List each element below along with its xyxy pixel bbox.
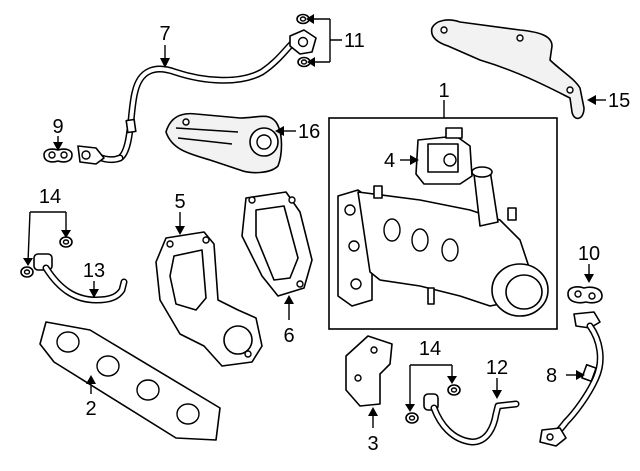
part-12-coolant-line [423,393,520,446]
callout-14-left: 14 [39,186,61,208]
part-14-washers-right [405,384,461,424]
part-9-gasket [43,148,73,163]
part-2-manifold-gasket [39,321,221,441]
callout-15: 15 [608,90,630,112]
callout-4: 4 [384,150,395,172]
part-6-gasket [241,191,313,297]
part-13-oil-return-line [33,253,128,304]
callout-14-right: 14 [419,338,441,360]
callout-12: 12 [486,357,508,379]
callout-9: 9 [52,116,63,138]
part-15-heat-shield [430,19,585,120]
callout-13: 13 [83,260,105,282]
part-5-gasket [155,231,263,367]
callout-1: 1 [438,80,449,102]
callout-8: 8 [546,365,557,387]
callout-5: 5 [174,191,185,213]
callout-10: 10 [578,243,600,265]
callout-11: 11 [344,30,365,52]
callout-2: 2 [85,398,96,420]
part-7-oil-feed-line [77,29,317,165]
part-16-heat-shield [165,112,283,174]
callout-16: 16 [298,121,320,143]
callout-6: 6 [283,325,294,347]
part-4-actuator [415,127,473,185]
callout-7: 7 [159,23,170,45]
part-8-coolant-pipe [539,311,604,447]
part-1-turbocharger-box [328,117,558,330]
part-10-gasket [567,286,603,304]
part-3-bracket [345,335,393,407]
callout-labels: 7 11 9 16 15 1 4 14 13 5 6 2 3 14 12 10 … [39,23,630,455]
callout-3: 3 [367,433,378,455]
leader-lines [23,14,606,428]
